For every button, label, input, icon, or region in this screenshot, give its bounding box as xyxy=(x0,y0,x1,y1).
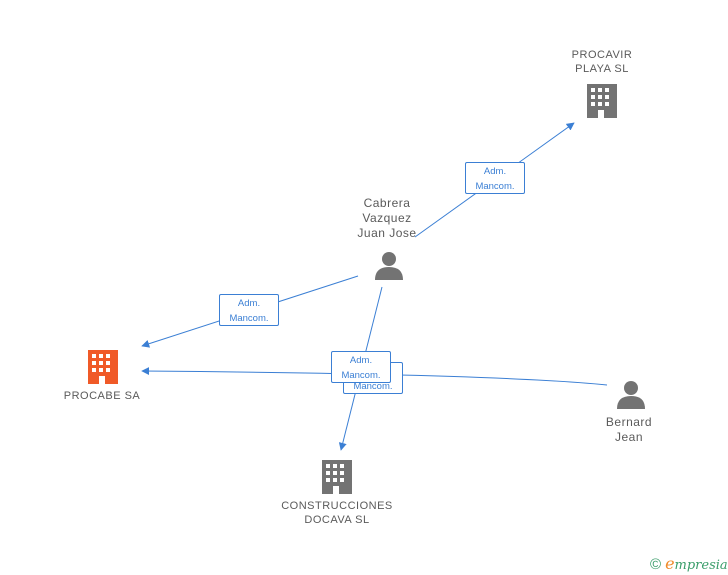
building-icon[interactable] xyxy=(88,350,118,384)
node-label-cabrera[interactable]: Cabrera Vazquez Juan Jose xyxy=(357,196,417,240)
copyright-symbol: © xyxy=(650,556,662,573)
person-icon[interactable] xyxy=(617,381,645,409)
building-icon[interactable] xyxy=(322,460,352,494)
node-label-procavir[interactable]: PROCAVIR PLAYA SL xyxy=(571,49,633,75)
brand-name-rest: mpresia xyxy=(674,558,728,573)
building-icon[interactable] xyxy=(587,84,617,118)
edge-label-docava[interactable]: Adm. Mancom. xyxy=(331,351,391,383)
node-label-bernard[interactable]: Bernard Jean xyxy=(605,415,653,444)
edge-label-procabe[interactable]: Adm. Mancom. xyxy=(219,294,279,326)
edge-label-procavir[interactable]: Adm. Mancom. xyxy=(465,162,525,194)
edge-bernard-procabe xyxy=(141,367,608,386)
person-icon[interactable] xyxy=(375,252,403,280)
brand-logo: ©empresia xyxy=(650,554,728,573)
node-label-docava[interactable]: CONSTRUCCIONES DOCAVA SL xyxy=(281,500,393,526)
brand-name-first: e xyxy=(665,554,675,573)
node-label-procabe[interactable]: PROCABE SA xyxy=(63,390,141,402)
